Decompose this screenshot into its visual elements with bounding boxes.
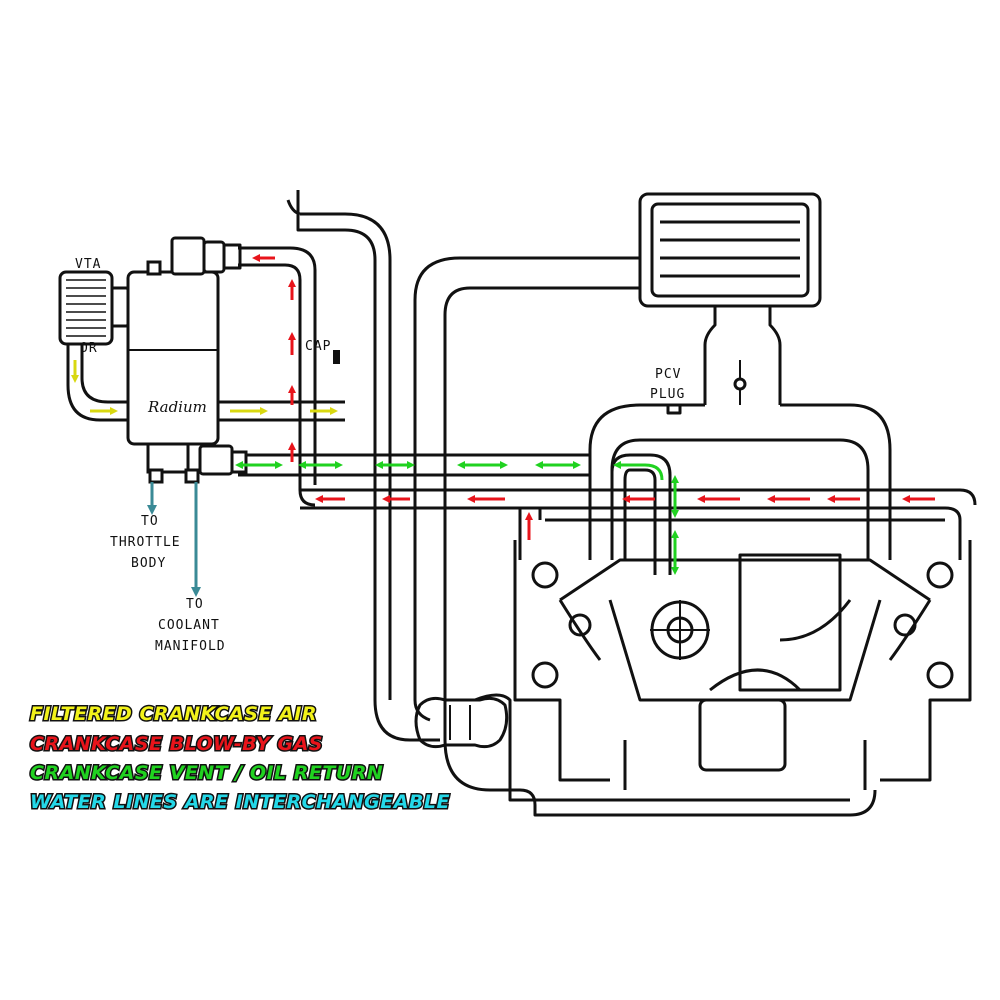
cap-label: CAP <box>305 339 331 354</box>
vent-return-arrows <box>235 461 679 575</box>
water-lines <box>147 482 201 597</box>
can-brand-label: Radium <box>147 398 207 416</box>
catch-can: Radium <box>58 236 248 484</box>
filter-inlet-tube <box>66 344 345 422</box>
manifold-label: MANIFOLD <box>155 639 226 654</box>
vta-label: VTA <box>75 257 101 272</box>
legend-water-lines: WATER LINES ARE INTERCHANGEABLE <box>30 791 450 813</box>
diagram-labels: VTA OR CAP PCV PLUG TO THROTTLE BODY TO … <box>75 257 685 654</box>
legend-blowby: CRANKCASE BLOW-BY GAS <box>30 733 323 755</box>
blowby-arrows <box>252 254 935 540</box>
coolant-to-label: TO <box>186 597 204 612</box>
or-label: OR <box>80 341 98 356</box>
legend-vent-return: CRANKCASE VENT / OIL RETURN <box>30 762 383 784</box>
filtered-air-arrows <box>71 360 338 415</box>
legend-filtered-air: FILTERED CRANKCASE AIR <box>30 703 317 725</box>
throttle-to-label: TO <box>141 514 159 529</box>
pcv-label: PCV <box>655 367 681 382</box>
cap-marker <box>333 350 340 364</box>
legend: FILTERED CRANKCASE AIR CRANKCASE BLOW-BY… <box>29 702 451 815</box>
engine-outline <box>205 190 977 817</box>
coolant-label: COOLANT <box>158 618 220 633</box>
plug-label: PLUG <box>650 387 685 402</box>
throttle-body-label: BODY <box>131 556 166 571</box>
throttle-label: THROTTLE <box>110 535 181 550</box>
